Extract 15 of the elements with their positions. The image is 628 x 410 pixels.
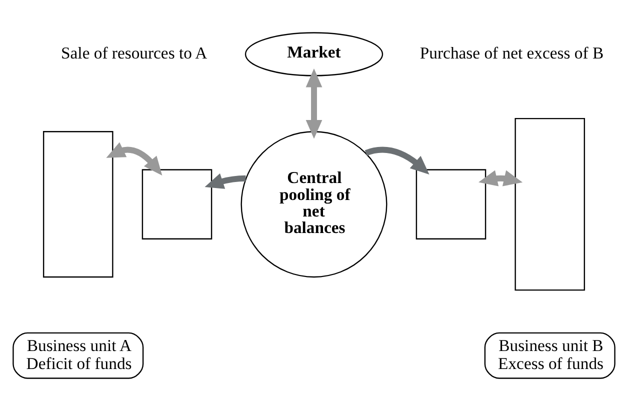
arrow [204,172,246,188]
node-box [42,130,114,278]
node-box [142,168,212,239]
node-ellipse: Market [244,32,384,76]
node-box [416,168,486,239]
label: Purchase of net excess of B [420,43,604,62]
arrow [106,142,162,175]
node-box: Business unit A Deficit of funds [12,332,144,378]
node-box: Business unit B Excess of funds [484,332,616,378]
arrow [364,146,430,174]
node-box [514,117,586,290]
arrow [478,170,523,186]
label: Sale of resources to A [61,43,208,62]
node-circle: Central pooling of net balances [240,130,388,278]
arrow [306,68,322,138]
